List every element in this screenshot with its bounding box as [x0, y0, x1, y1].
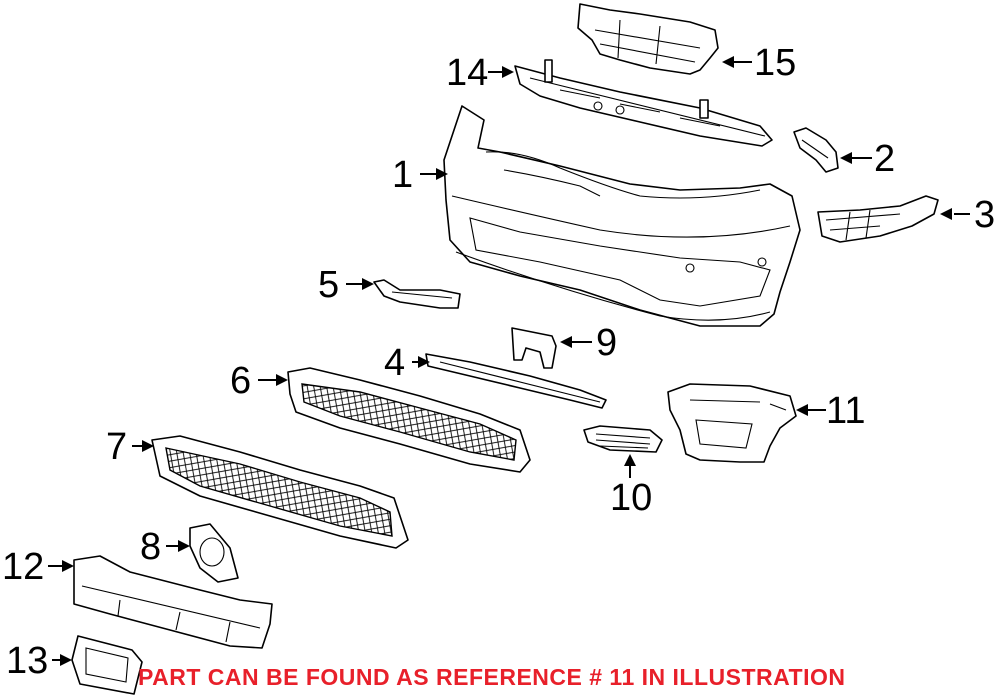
callout-14: 14 [446, 52, 488, 94]
callout-8: 8 [140, 526, 161, 568]
callout-10: 10 [610, 477, 652, 519]
part-2-bracket [793, 127, 839, 173]
part-6-upper-grille [287, 367, 531, 473]
part-10-vent [583, 425, 663, 453]
part-4-trim-strip [425, 353, 607, 409]
callout-15: 15 [754, 42, 796, 84]
callout-4: 4 [384, 342, 405, 384]
part-14-reinforcement [514, 59, 773, 147]
callout-5: 5 [318, 264, 339, 306]
callout-12: 12 [2, 546, 44, 588]
callout-2: 2 [874, 138, 895, 180]
part-1-bumper-cover [443, 105, 801, 327]
callout-11: 11 [826, 390, 865, 432]
part-8-bezel [189, 523, 239, 583]
part-13-plate-bracket [71, 635, 143, 695]
callout-9: 9 [596, 322, 617, 364]
part-11-side-housing [667, 383, 797, 463]
part-9-bracket [511, 327, 557, 369]
part-15-bracket [577, 3, 719, 75]
callout-labels: 1 2 3 4 5 6 7 8 9 10 11 12 13 14 15 [2, 42, 995, 682]
callout-13: 13 [6, 640, 48, 682]
callout-1: 1 [392, 154, 413, 196]
part-3-side-bracket [817, 195, 939, 243]
callout-3: 3 [974, 194, 995, 236]
part-12-deflector [73, 555, 273, 649]
part-5-trim-bracket [373, 279, 461, 309]
callout-7: 7 [106, 426, 127, 468]
callout-6: 6 [230, 360, 251, 402]
part-7-lower-grille [151, 435, 409, 549]
reference-note: PART CAN BE FOUND AS REFERENCE # 11 IN I… [138, 664, 846, 690]
callout-leaders [48, 56, 970, 666]
